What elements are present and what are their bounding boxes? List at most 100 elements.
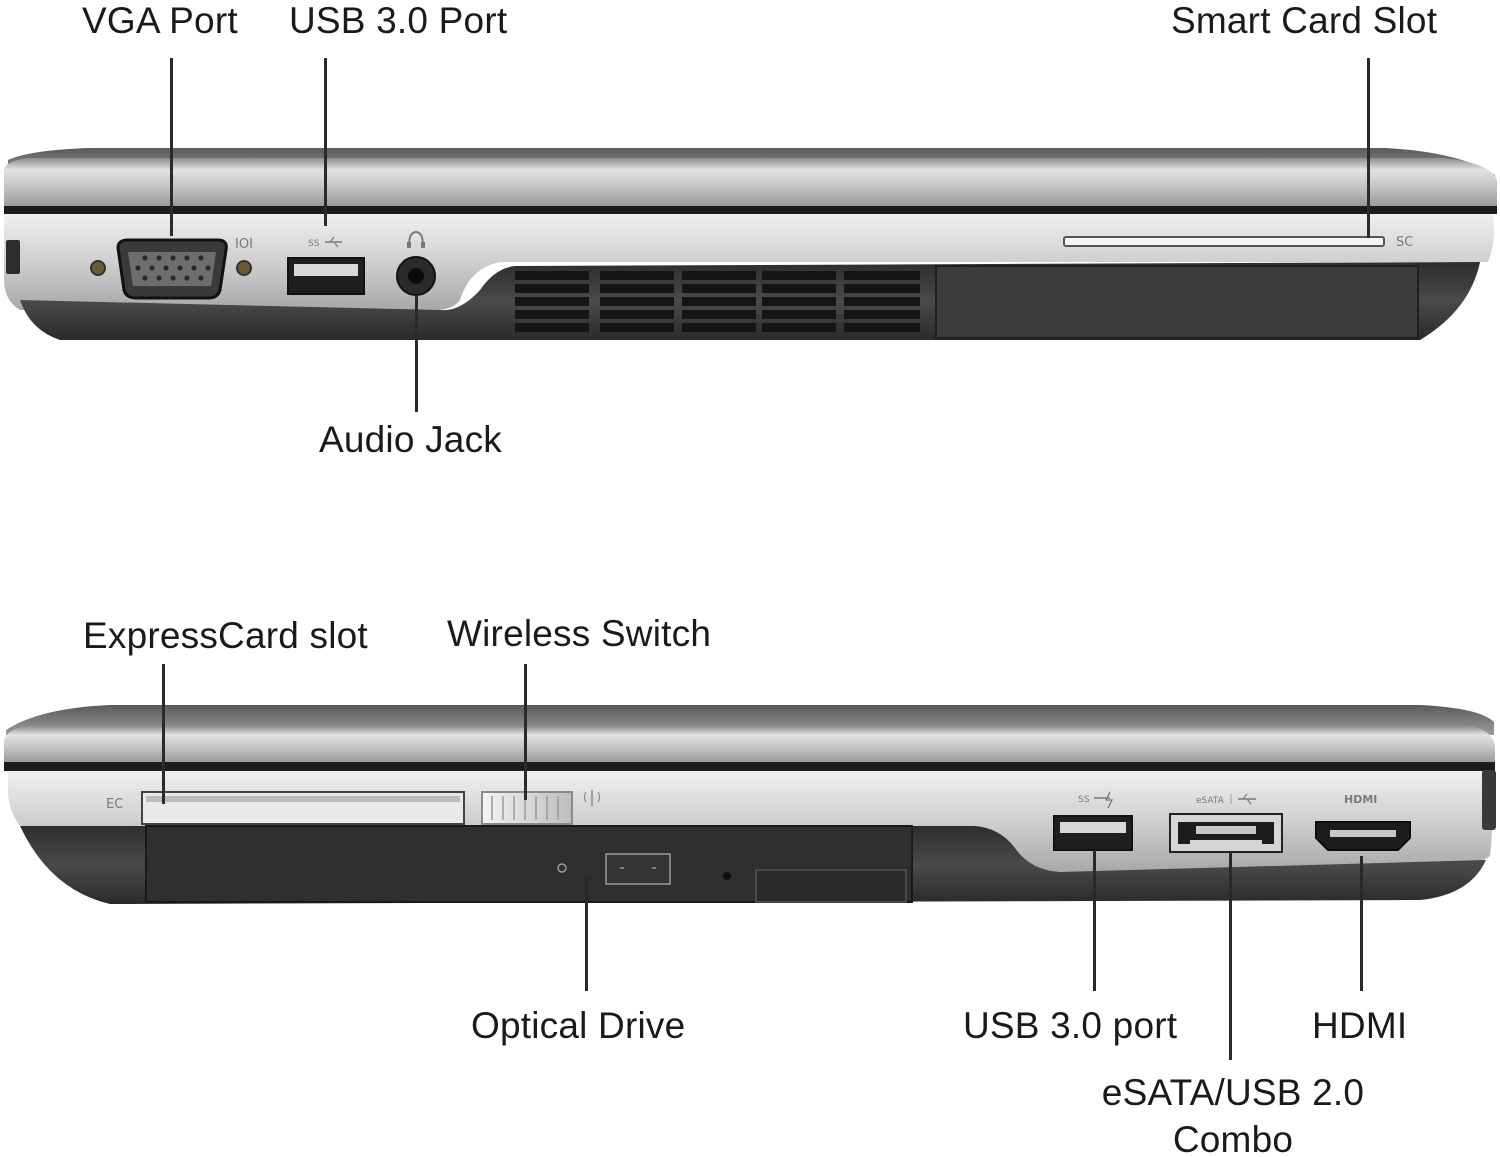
- headphone-icon: [407, 230, 425, 248]
- vga-marking: IOI: [235, 237, 253, 252]
- vent-slot: [600, 297, 674, 306]
- vent-slot: [682, 323, 756, 332]
- vent-slot: [515, 271, 589, 280]
- audio-jack-hole: [408, 268, 424, 284]
- vga-port-inner: [128, 252, 216, 286]
- leader-smart-card-slot: [1367, 58, 1370, 238]
- label-usb3-port-right: USB 3.0 port: [963, 1005, 1178, 1046]
- label-wireless-switch: Wireless Switch: [447, 613, 712, 654]
- vent-slot: [844, 297, 920, 306]
- usb-icon-esata: [1238, 793, 1256, 805]
- wireless-icon: [583, 790, 601, 806]
- left-side-laptop: IOI SS SC: [4, 148, 1497, 340]
- optical-drive-led: [557, 863, 567, 873]
- vga-pin: [184, 255, 190, 261]
- vga-pin: [156, 275, 162, 281]
- optical-eject-button: [605, 853, 671, 885]
- vga-pin: [198, 255, 204, 261]
- vent-slot: [762, 297, 836, 306]
- esata-usb-combo-tongue: [1196, 826, 1256, 834]
- battery-panel: [935, 265, 1419, 339]
- vga-pins: [135, 255, 211, 281]
- vga-pin: [205, 265, 211, 271]
- vent-grille: [515, 271, 920, 332]
- vga-pin: [135, 265, 141, 271]
- hdmi-port-tongue: [1330, 830, 1396, 837]
- vent-slot: [762, 271, 836, 280]
- leader-usb3-port: [324, 58, 327, 226]
- vga-pin: [142, 255, 148, 261]
- lid-seam-right: [4, 762, 1495, 771]
- label-hdmi: HDMI: [1312, 1005, 1408, 1046]
- vga-pin: [163, 265, 169, 271]
- vent-slot: [682, 284, 756, 293]
- vent-slot: [844, 271, 920, 280]
- usb3-port-right-tongue: [1060, 822, 1126, 833]
- vent-slot: [844, 284, 920, 293]
- vent-slot: [600, 271, 674, 280]
- right-side-laptop: EC SS eSATA: [4, 705, 1496, 904]
- leader-usb3-port-right: [1093, 850, 1096, 991]
- label-audio-jack: Audio Jack: [319, 419, 502, 460]
- usb3-port-left-tongue: [294, 264, 358, 276]
- label-vga-port: VGA Port: [82, 0, 238, 41]
- vent-slot: [844, 310, 920, 319]
- vent-slot: [600, 284, 674, 293]
- vent-slot: [844, 323, 920, 332]
- leader-hdmi: [1360, 856, 1363, 991]
- smart-card-marking: SC: [1396, 235, 1413, 250]
- lid-seam: [4, 206, 1497, 214]
- vga-screw-left: [90, 260, 106, 276]
- label-expresscard-slot: ExpressCard slot: [83, 615, 368, 656]
- vga-pin: [198, 275, 204, 281]
- optical-drive-latch: [755, 869, 907, 903]
- emergency-eject-hole: [723, 872, 731, 880]
- label-esata-combo-line1: eSATA/USB 2.0: [1101, 1072, 1365, 1113]
- vent-slot: [762, 310, 836, 319]
- wireless-switch: [481, 791, 573, 825]
- lid-body-right: [4, 726, 1495, 762]
- leader-wireless-switch: [524, 664, 527, 800]
- leader-esata-combo: [1229, 852, 1232, 1060]
- vent-slot: [682, 271, 756, 280]
- esata-marking: eSATA: [1196, 796, 1225, 806]
- svg-text:SS: SS: [1078, 795, 1090, 805]
- vent-slot: [600, 310, 674, 319]
- vga-pin: [170, 275, 176, 281]
- vent-slot: [682, 297, 756, 306]
- right-edge-bump: [1482, 770, 1496, 830]
- label-usb3-port: USB 3.0 Port: [289, 0, 508, 41]
- svg-text:SS: SS: [308, 239, 320, 249]
- vga-pin: [149, 265, 155, 271]
- vent-slot: [762, 323, 836, 332]
- vent-slot: [762, 284, 836, 293]
- label-smart-card-slot: Smart Card Slot: [1171, 0, 1438, 41]
- leader-audio-jack: [415, 296, 418, 412]
- vga-pin: [156, 255, 162, 261]
- hdmi-marking: HDMI: [1344, 793, 1377, 806]
- vent-slot: [600, 323, 674, 332]
- smart-card-slot: [1063, 236, 1385, 247]
- label-optical-drive: Optical Drive: [471, 1005, 686, 1046]
- expresscard-slot-lip: [146, 796, 460, 802]
- vga-screw-right: [236, 260, 252, 276]
- leader-vga-port: [170, 58, 173, 236]
- usb-ss-icon: SS: [308, 236, 342, 249]
- vga-pin: [177, 265, 183, 271]
- vent-slot: [515, 297, 589, 306]
- expresscard-marking: EC: [106, 797, 123, 812]
- vent-slot: [515, 310, 589, 319]
- vent-slot: [515, 284, 589, 293]
- vent-slot: [515, 323, 589, 332]
- vga-pin: [170, 255, 176, 261]
- leader-optical-drive: [585, 876, 588, 991]
- vent-slot: [682, 310, 756, 319]
- lock-slot: [6, 240, 20, 274]
- vga-pin: [142, 275, 148, 281]
- vga-pin: [191, 265, 197, 271]
- usb-ss-icon-right: SS: [1078, 791, 1114, 809]
- vga-pin: [184, 275, 190, 281]
- leader-expresscard-slot: [162, 664, 165, 804]
